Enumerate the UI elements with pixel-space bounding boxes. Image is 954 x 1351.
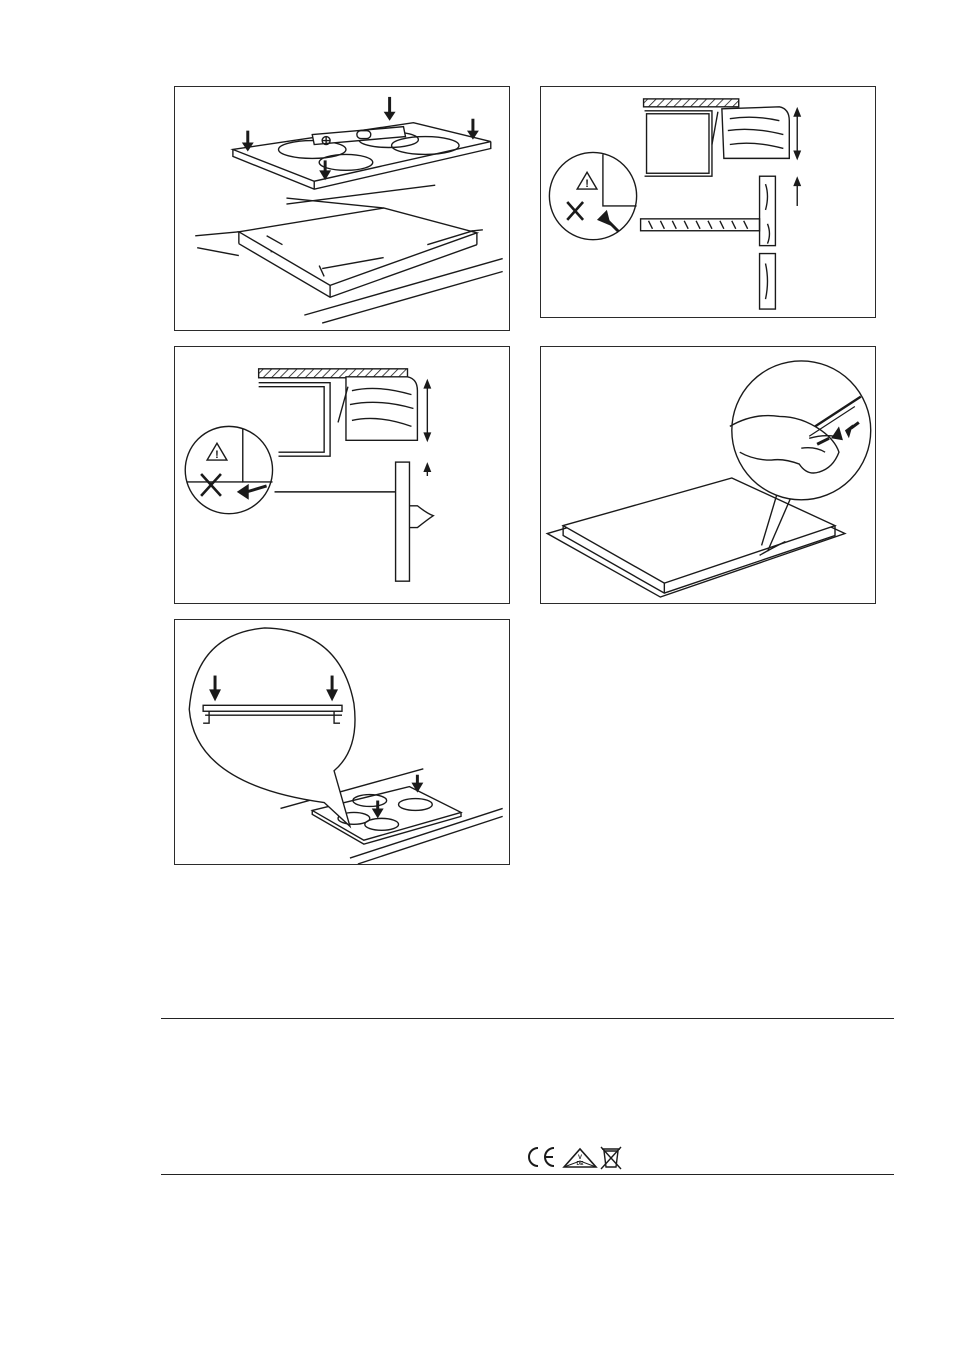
seal-pressing-illustration xyxy=(541,347,875,603)
figure-seal-pressing xyxy=(540,346,876,604)
certification-marks: V DE xyxy=(518,1143,628,1171)
figure-hob-pressing xyxy=(174,619,510,865)
drawer-clearance-illustration: ! xyxy=(175,347,509,603)
cabinet-clearance-illustration: ! xyxy=(541,87,875,317)
footer-rule-bottom xyxy=(161,1174,894,1175)
hob-placement-illustration xyxy=(175,87,509,330)
warning-symbol-fig3: ! xyxy=(215,449,219,461)
figure-drawer-clearance: ! xyxy=(174,346,510,604)
weee-bin-icon xyxy=(601,1147,621,1169)
warning-symbol-fig2: ! xyxy=(585,178,589,190)
ce-mark-icon xyxy=(529,1148,554,1166)
hob-pressing-illustration xyxy=(175,620,509,864)
figure-hob-placement xyxy=(174,86,510,331)
figure-cabinet-clearance: ! xyxy=(540,86,876,318)
svg-text:DE: DE xyxy=(577,1161,585,1167)
vde-mark-icon: V DE xyxy=(564,1149,596,1167)
footer-rule-top xyxy=(161,1018,894,1019)
